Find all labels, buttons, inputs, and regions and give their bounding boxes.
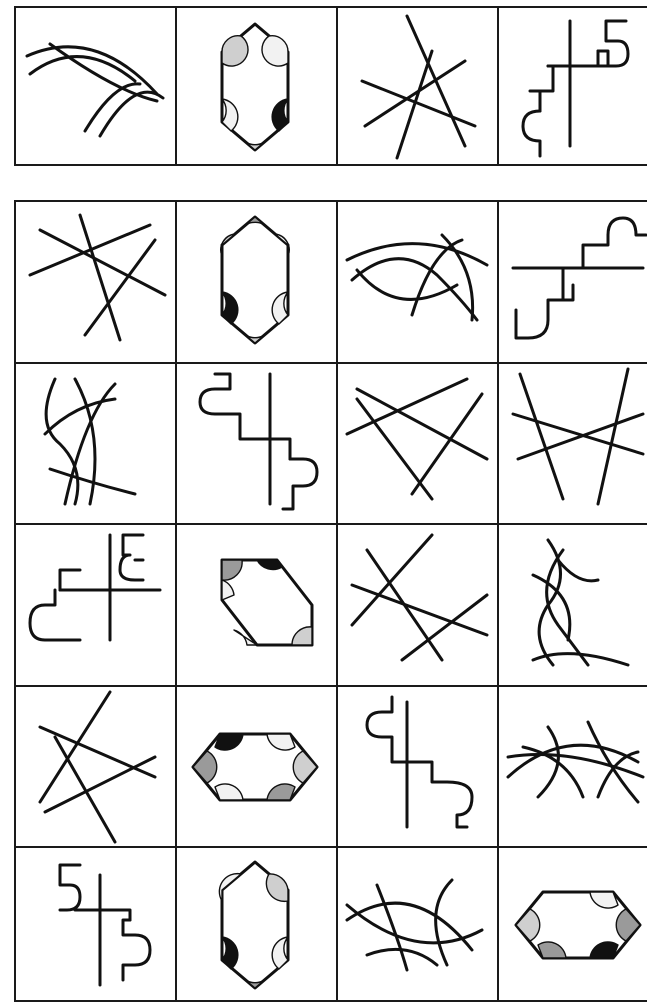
step-lines-figure (523, 21, 628, 156)
step-lines-figure (60, 865, 150, 985)
step-lines-figure (200, 374, 317, 509)
crossing-lines-figure (362, 16, 475, 158)
crossing-lines-figure (513, 369, 643, 504)
hexagon-sectors-figure (516, 892, 640, 958)
crossing-lines-figure (347, 379, 487, 499)
crossing-arcs-figure (347, 880, 482, 970)
hexagon-sectors-figure (222, 560, 312, 645)
crossing-arcs-figure (347, 235, 487, 320)
hexagon-sectors-figure (222, 24, 288, 150)
hexagon-sectors-figure (219, 862, 288, 988)
crossing-lines-figure (352, 535, 487, 660)
crossing-lines-figure (30, 215, 165, 340)
step-lines-figure (30, 535, 160, 640)
hexagon-sectors-figure (221, 217, 289, 343)
crossing-lines-figure (40, 692, 155, 842)
step-lines-figure (513, 218, 646, 338)
crossing-arcs-figure (27, 44, 163, 136)
step-lines-figure (367, 697, 472, 827)
crossing-arcs-figure (533, 540, 628, 665)
hexagon-sectors-figure (193, 734, 317, 800)
crossing-arcs-figure (45, 379, 135, 504)
crossing-arcs-figure (508, 722, 643, 802)
